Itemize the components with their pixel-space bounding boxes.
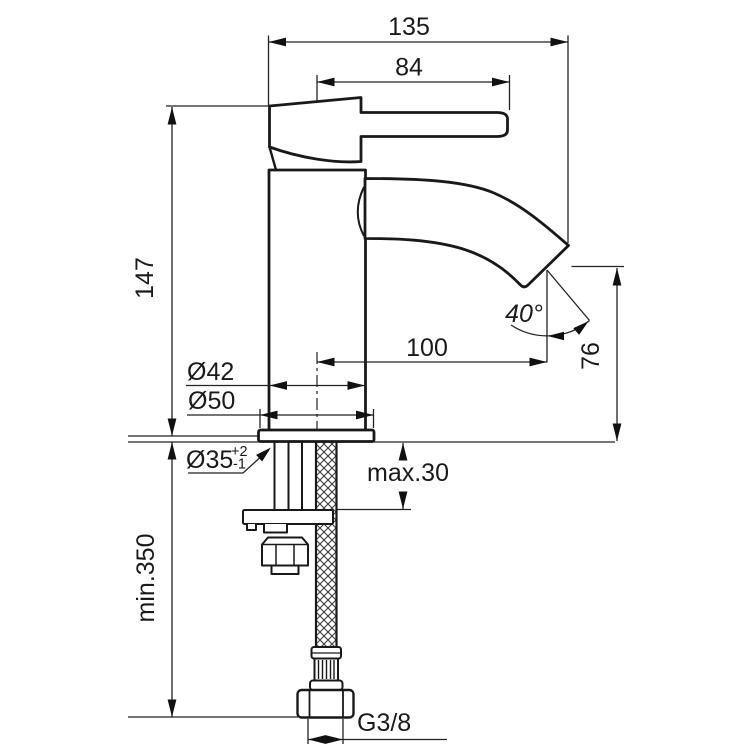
label-spout-reach: 100: [406, 334, 448, 362]
dimension-spout-angle: 40°: [505, 269, 590, 363]
dimension-body-height: 147: [128, 105, 268, 437]
callout-hole-diameter: Ø35 +2 -1: [186, 444, 271, 474]
label-hole-diameter: Ø35: [186, 446, 233, 474]
label-spout-angle: 40°: [505, 300, 543, 328]
faucet: [257, 96, 570, 443]
label-hole-tolerance-minus: -1: [233, 457, 246, 473]
dimension-deck-thickness: max.30: [367, 443, 449, 509]
bracket-step-center: [263, 524, 288, 534]
label-hose-length: min.350: [132, 534, 160, 623]
mounting-hardware: [242, 441, 355, 719]
hose-braid-pattern: [316, 441, 336, 648]
bracket-plate: [242, 509, 334, 525]
clamp-bracket: [242, 509, 334, 534]
braided-hose: [314, 441, 338, 648]
hose-ribs: [317, 660, 335, 679]
mounting-nut-body: [261, 536, 309, 567]
handle-joint-line: [268, 145, 278, 172]
label-thread-size: G3/8: [357, 709, 411, 737]
hose-outline: [314, 441, 338, 648]
base-escutcheon: [257, 428, 376, 443]
threaded-studs: [273, 442, 303, 510]
label-hole-tolerance-plus: +2: [231, 444, 248, 460]
dimension-spout-reach: 100: [316, 334, 547, 430]
dimension-spout-height: 76: [571, 265, 624, 441]
label-base-diameter: Ø50: [188, 387, 235, 415]
handle-lever: [268, 96, 509, 164]
hose-end-fitting: [296, 646, 355, 719]
spout-root-curve: [356, 186, 365, 237]
dimension-total-width: 135: [267, 13, 569, 243]
connection-nut: [296, 688, 355, 719]
label-body-diameter: Ø42: [187, 358, 234, 386]
dimension-hose-length: min.350: [128, 442, 298, 718]
label-body-height: 147: [131, 257, 159, 299]
hose-collar-lower: [309, 679, 344, 691]
label-spout-height: 76: [577, 342, 605, 370]
dimension-body-diameter: Ø42: [186, 358, 366, 390]
dimension-handle-width: 84: [316, 54, 511, 110]
bracket-step-left: [246, 524, 257, 531]
label-total-width: 135: [388, 13, 430, 41]
connection-nut-facets: [308, 690, 344, 718]
stud-end: [270, 564, 300, 575]
label-handle-width: 84: [395, 54, 423, 82]
dimension-base-diameter: Ø50: [187, 387, 375, 428]
mounting-nut-facets: [262, 543, 308, 566]
mounting-nut: [261, 536, 309, 575]
spout: [363, 177, 570, 289]
label-deck-thickness: max.30: [367, 459, 449, 487]
dimension-thread-size: G3/8: [307, 709, 447, 744]
